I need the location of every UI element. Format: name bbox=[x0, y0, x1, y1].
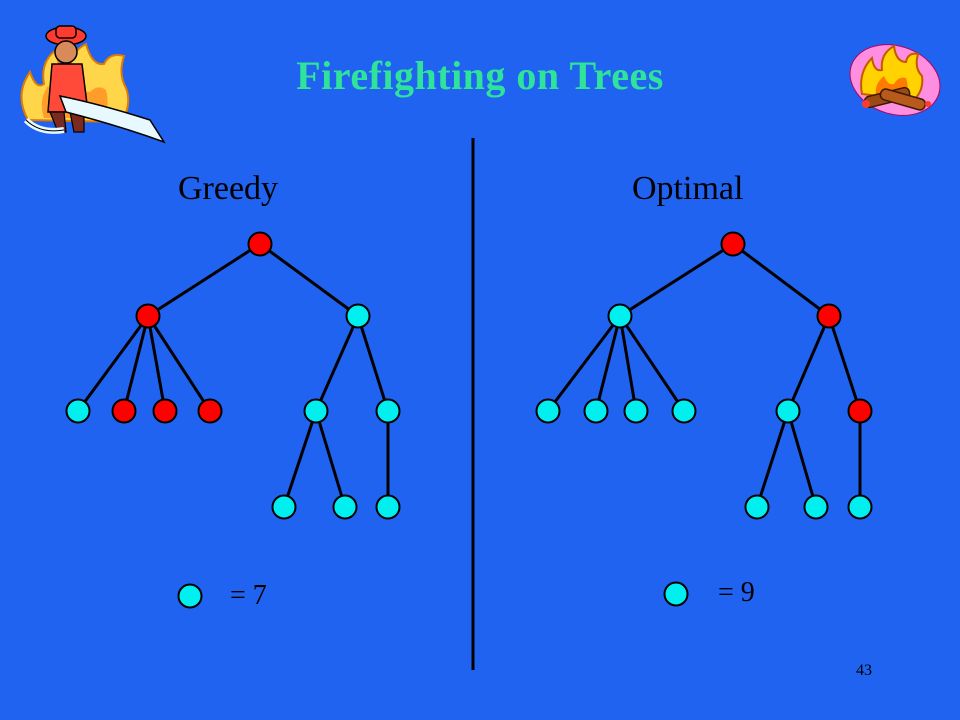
campfire-icon bbox=[849, 44, 941, 116]
optimal-edge-b1-b1a bbox=[755, 410, 790, 508]
optimal-node-b2a-saved bbox=[847, 494, 873, 520]
optimal-node-b1-saved bbox=[775, 398, 801, 424]
optimal-node-root-burned bbox=[720, 231, 746, 257]
firefighter-icon bbox=[20, 25, 166, 144]
greedy-tree bbox=[65, 231, 401, 520]
optimal-node-a2-saved bbox=[583, 398, 609, 424]
greedy-node-b-saved bbox=[345, 303, 371, 329]
optimal-edge-a-a2 bbox=[594, 315, 622, 412]
optimal-node-b-burned bbox=[816, 303, 842, 329]
optimal-node-a4-saved bbox=[671, 398, 697, 424]
optimal-edge-root-b bbox=[732, 242, 830, 318]
page-number: 43 bbox=[856, 662, 872, 679]
greedy-edge-a-a3 bbox=[146, 315, 167, 412]
greedy-saved-count: = 7 bbox=[230, 580, 267, 611]
greedy-node-b2a-saved bbox=[375, 494, 401, 520]
greedy-node-a-burned bbox=[135, 303, 161, 329]
optimal-node-a1-saved bbox=[535, 398, 561, 424]
optimal-node-a3-saved bbox=[623, 398, 649, 424]
optimal-node-b1a-saved bbox=[744, 494, 770, 520]
greedy-node-a2-burned bbox=[111, 398, 137, 424]
greedy-node-a3-burned bbox=[152, 398, 178, 424]
optimal-tree bbox=[535, 231, 873, 520]
optimal-node-b2-burned bbox=[847, 398, 873, 424]
greedy-node-b2-saved bbox=[375, 398, 401, 424]
greedy-edge-b-b2 bbox=[356, 315, 390, 412]
greedy-node-a1-saved bbox=[65, 398, 91, 424]
optimal-edge-a-a4 bbox=[618, 315, 686, 412]
optimal-saved-count: = 9 bbox=[718, 577, 755, 608]
greedy-edge-b-b1 bbox=[314, 315, 360, 412]
greedy-heading: Greedy bbox=[178, 170, 279, 207]
optimal-node-b1b-saved bbox=[803, 494, 829, 520]
optimal-edge-b1-b1b bbox=[786, 410, 818, 508]
greedy-node-root-burned bbox=[247, 231, 273, 257]
greedy-node-a4-burned bbox=[197, 398, 223, 424]
optimal-edge-b-b2 bbox=[827, 315, 862, 412]
greedy-node-b1a-saved bbox=[271, 494, 297, 520]
greedy-edge-b1-b1b bbox=[314, 410, 347, 508]
greedy-edge-a-a2 bbox=[122, 315, 150, 412]
optimal-edge-a-a3 bbox=[618, 315, 638, 412]
greedy-node-b1b-saved bbox=[332, 494, 358, 520]
greedy-edge-root-a bbox=[147, 242, 261, 318]
optimal-node-a-saved bbox=[607, 303, 633, 329]
optimal-edge-a-a1 bbox=[546, 315, 622, 412]
optimal-edge-b-b1 bbox=[786, 315, 831, 412]
greedy-node-b1-saved bbox=[303, 398, 329, 424]
greedy-edge-root-b bbox=[259, 242, 359, 318]
optimal-edge-root-a bbox=[619, 242, 734, 318]
greedy-edge-a-a1 bbox=[76, 315, 150, 412]
greedy-edge-b1-b1a bbox=[282, 410, 318, 508]
greedy-legend-node bbox=[177, 583, 203, 609]
greedy-edge-a-a4 bbox=[146, 315, 212, 412]
slide-title: Firefighting on Trees bbox=[296, 53, 664, 98]
optimal-legend-node bbox=[663, 581, 689, 607]
optimal-heading: Optimal bbox=[632, 170, 744, 207]
